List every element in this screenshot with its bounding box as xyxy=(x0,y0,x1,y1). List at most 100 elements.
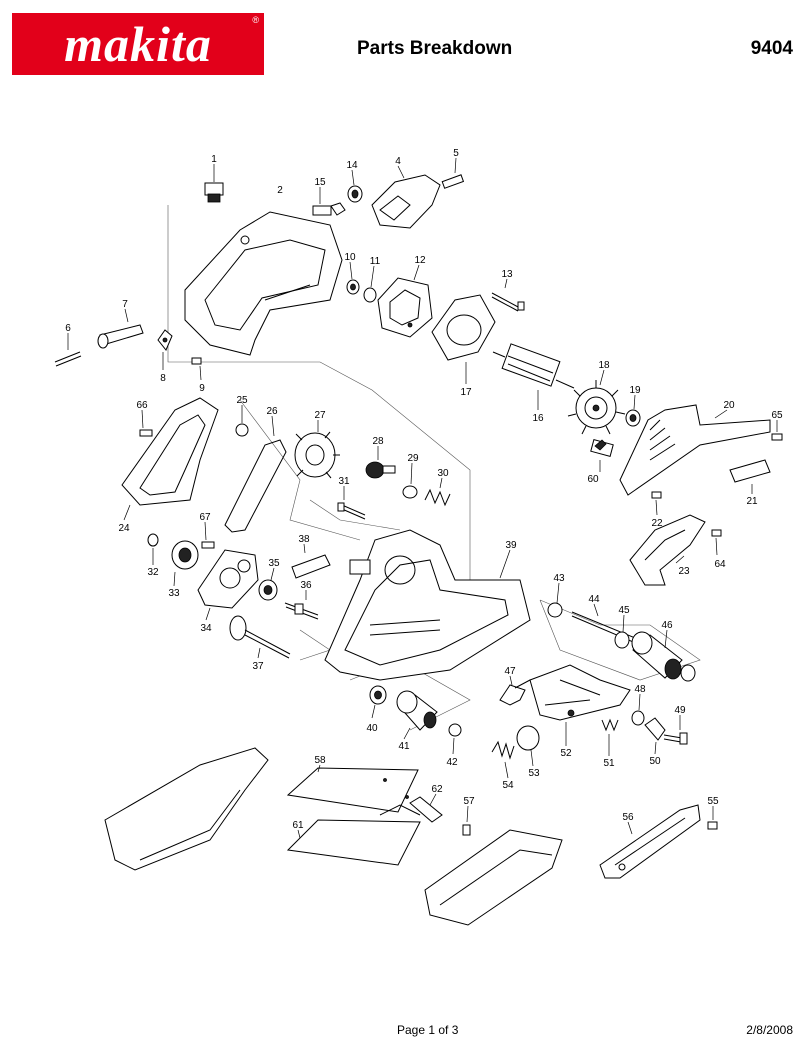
part-label-61: 61 xyxy=(292,820,304,831)
part-label-39: 39 xyxy=(505,540,517,551)
part-9-screw xyxy=(191,357,202,381)
part-7-bolt xyxy=(97,308,144,349)
part-label-52: 52 xyxy=(560,748,572,759)
part-label-16: 16 xyxy=(532,413,544,424)
part-65-screw xyxy=(771,420,783,441)
part-label-46: 46 xyxy=(661,620,673,631)
part-label-65: 65 xyxy=(771,410,783,421)
part-57-screw xyxy=(462,805,471,836)
part-12-field xyxy=(377,264,433,338)
dust-bag xyxy=(104,747,269,871)
part-40-bearing xyxy=(369,685,387,719)
part-label-22: 22 xyxy=(651,518,663,529)
part-15-carbon-brush xyxy=(312,187,346,216)
part-label-6: 6 xyxy=(65,323,71,334)
part-6-pin xyxy=(54,333,82,367)
part-51-spring xyxy=(601,718,619,756)
part-62-holder xyxy=(409,793,443,823)
part-label-1: 1 xyxy=(211,154,217,165)
part-64-screw xyxy=(711,529,722,556)
part-25-nut xyxy=(235,405,249,437)
part-67-screw xyxy=(201,521,215,549)
part-label-19: 19 xyxy=(629,385,641,396)
part-label-5: 5 xyxy=(453,148,459,159)
part-29-washer xyxy=(402,462,418,499)
part-34-bracket xyxy=(197,549,259,621)
part-38-label xyxy=(291,543,331,579)
part-label-29: 29 xyxy=(407,453,419,464)
part-32-nut xyxy=(147,533,159,565)
page-title: Parts Breakdown xyxy=(357,38,513,59)
part-label-15: 15 xyxy=(314,177,326,188)
part-28-knob xyxy=(365,446,396,479)
part-48-washer xyxy=(631,693,645,726)
part-33-pulley xyxy=(171,540,199,587)
part-41-roller xyxy=(396,690,438,740)
part-label-13: 13 xyxy=(501,269,513,280)
part-label-36: 36 xyxy=(300,580,312,591)
part-label-41: 41 xyxy=(398,741,410,752)
part-53-cap xyxy=(516,725,540,767)
part-label-53: 53 xyxy=(528,768,540,779)
part-23-side-cover xyxy=(629,514,706,586)
part-label-33: 33 xyxy=(168,588,180,599)
part-label-14: 14 xyxy=(346,160,358,171)
part-13-long-screw xyxy=(491,278,525,312)
part-label-25: 25 xyxy=(236,395,248,406)
part-55-screw xyxy=(707,806,718,830)
part-label-40: 40 xyxy=(366,723,378,734)
part-label-57: 57 xyxy=(463,796,475,807)
part-label-58: 58 xyxy=(314,755,326,766)
part-label-50: 50 xyxy=(649,756,661,767)
part-label-56: 56 xyxy=(622,812,634,823)
part-37-shaft xyxy=(229,615,291,659)
part-label-26: 26 xyxy=(266,406,278,417)
part-44-shaft xyxy=(571,603,641,645)
part-label-43: 43 xyxy=(553,573,565,584)
part-label-32: 32 xyxy=(147,567,159,578)
part-16-armature xyxy=(492,343,575,410)
part-label-60: 60 xyxy=(587,474,599,485)
part-label-2: 2 xyxy=(277,185,283,196)
part-54-spring xyxy=(491,740,515,779)
part-14-brush-holder xyxy=(347,169,363,203)
part-label-27: 27 xyxy=(314,410,326,421)
part-1-brush-cap xyxy=(204,164,224,203)
part-17-baffle xyxy=(431,294,496,384)
part-label-31: 31 xyxy=(338,476,350,487)
part-22-screw xyxy=(651,491,662,516)
part-label-11: 11 xyxy=(370,256,381,267)
part-61-graphite-plate xyxy=(286,804,421,866)
part-label-42: 42 xyxy=(446,757,458,768)
part-label-55: 55 xyxy=(707,796,719,807)
part-label-49: 49 xyxy=(674,705,686,716)
part-label-20: 20 xyxy=(723,400,735,411)
part-label-7: 7 xyxy=(122,299,128,310)
part-36-shaft xyxy=(284,590,319,620)
part-label-34: 34 xyxy=(200,623,212,634)
part-label-38: 38 xyxy=(298,534,310,545)
part-label-54: 54 xyxy=(502,780,514,791)
part-label-21: 21 xyxy=(746,496,758,507)
part-label-45: 45 xyxy=(618,605,630,616)
part-11-washer xyxy=(363,265,377,303)
part-label-8: 8 xyxy=(160,373,166,384)
page-number: Page 1 of 3 xyxy=(397,1023,459,1037)
part-43-ring xyxy=(547,582,563,618)
part-60-switch xyxy=(590,439,614,472)
part-label-62: 62 xyxy=(431,784,443,795)
part-35-bearing xyxy=(258,567,278,601)
part-label-67: 67 xyxy=(199,512,211,523)
part-number-labels: 1 2 4 5 6 7 8 9 10 11 12 13 14 15 16 17 … xyxy=(65,148,783,831)
part-52-tension-plate xyxy=(529,664,631,746)
part-27-pulley-fan xyxy=(294,420,340,479)
part-label-4: 4 xyxy=(395,156,401,167)
part-39-base-housing xyxy=(324,529,531,681)
part-label-17: 17 xyxy=(460,387,472,398)
part-66-screw xyxy=(139,409,153,437)
part-label-18: 18 xyxy=(598,360,610,371)
part-58-plate xyxy=(286,764,419,813)
part-31-bolt xyxy=(337,486,366,520)
part-label-66: 66 xyxy=(136,400,148,411)
